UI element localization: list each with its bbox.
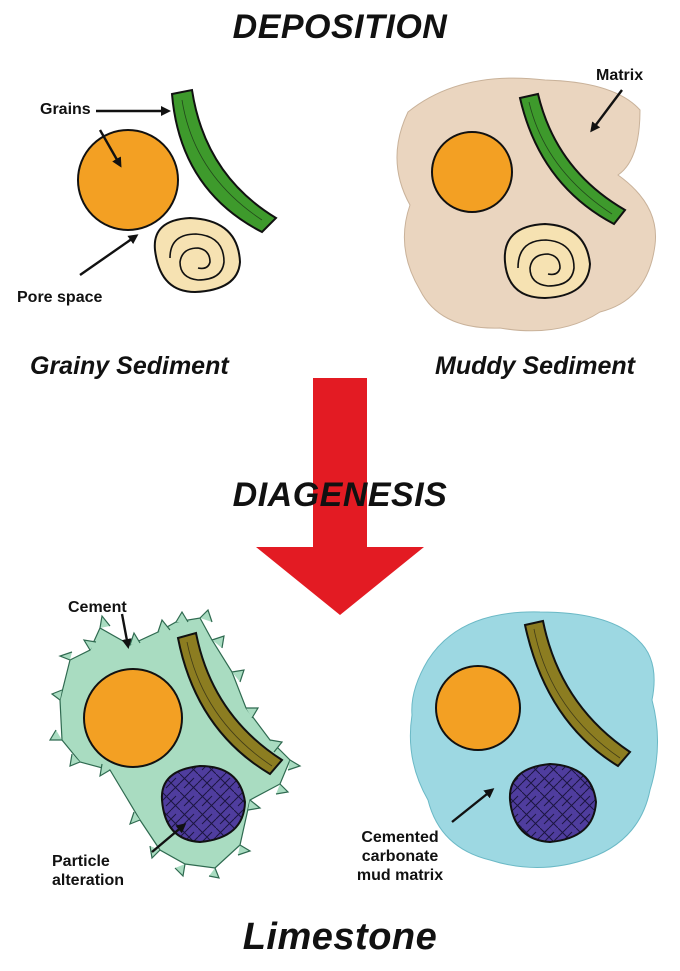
shell-grain (505, 224, 590, 298)
shell-grain (155, 218, 240, 292)
grainy-sediment-caption: Grainy Sediment (30, 352, 229, 381)
grain-circle (78, 130, 178, 230)
pore-space-label: Pore space (17, 288, 102, 307)
diagenesis-title: DIAGENESIS (0, 476, 680, 515)
altered-shell (510, 764, 596, 842)
limestone-title: Limestone (0, 916, 680, 959)
muddy-sediment-illustration (397, 78, 656, 331)
grain-circle (432, 132, 512, 212)
matrix-label: Matrix (596, 66, 643, 85)
deposition-title: DEPOSITION (0, 8, 680, 47)
grain-circle (84, 669, 182, 767)
cemented-matrix-line-3: mud matrix (350, 866, 450, 885)
cemented-grainstone-illustration (50, 610, 300, 878)
grainy-sediment-illustration (78, 90, 276, 292)
pore-space-arrow (80, 236, 136, 275)
altered-shell (162, 766, 245, 842)
grain-rod (172, 90, 276, 232)
cemented-matrix-line-1: Cemented (350, 828, 450, 847)
grains-label: Grains (40, 100, 91, 119)
cemented-matrix-label: Cemented carbonate mud matrix (350, 828, 450, 885)
grain-circle (436, 666, 520, 750)
muddy-sediment-caption: Muddy Sediment (435, 352, 635, 381)
cemented-matrix-line-2: carbonate (350, 847, 450, 866)
particle-alteration-line-1: Particle (52, 852, 124, 871)
cement-label: Cement (68, 598, 127, 617)
particle-alteration-label: Particle alteration (52, 852, 124, 890)
particle-alteration-line-2: alteration (52, 871, 124, 890)
